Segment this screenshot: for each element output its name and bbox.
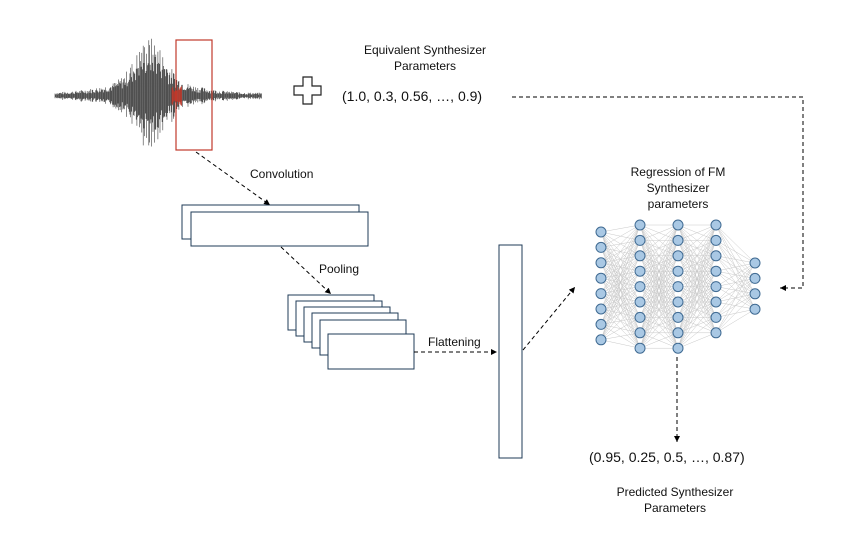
- neuron-l4-n4: [710, 265, 722, 277]
- neuron-l1-n1: [595, 226, 607, 238]
- convolution-label: Convolution: [250, 167, 314, 181]
- flattened-vector: [498, 244, 523, 459]
- neuron-l4-n6: [710, 296, 722, 308]
- arrow-to-convolution: [195, 151, 271, 206]
- neuron-l2-n5: [634, 281, 646, 293]
- predicted-params-values: (0.95, 0.25, 0.5, …, 0.87): [589, 449, 745, 465]
- neuron-l5-n1: [749, 257, 761, 269]
- neuron-l1-n6: [595, 303, 607, 315]
- neuron-l1-n3: [595, 257, 607, 269]
- network-connections: [600, 224, 756, 349]
- neuron-l3-n7: [672, 311, 684, 323]
- neuron-l4-n2: [710, 234, 722, 246]
- neuron-l1-n2: [595, 241, 607, 253]
- arrow-to-network: [522, 286, 576, 351]
- neuron-l4-n3: [710, 250, 722, 262]
- convolution-feature-maps: [181, 204, 369, 247]
- equivalent-params-values: (1.0, 0.3, 0.56, …, 0.9): [342, 88, 483, 104]
- predicted-params-label: Predicted Synthesizer Parameters: [616, 485, 734, 516]
- neuron-l3-n1: [672, 219, 684, 231]
- neuron-l5-n3: [749, 288, 761, 300]
- neuron-l2-n8: [634, 327, 646, 339]
- neuron-l2-n9: [634, 342, 646, 354]
- arrow-to-pooling: [280, 246, 332, 295]
- neuron-l5-n4: [749, 303, 761, 315]
- equivalent-params-label: Equivalent Synthesizer Parameters: [363, 43, 487, 74]
- flattening-label: Flattening: [428, 335, 481, 349]
- neuron-l5-n2: [749, 272, 761, 284]
- neuron-l1-n5: [595, 288, 607, 300]
- neuron-l2-n2: [634, 234, 646, 246]
- neuron-l2-n1: [634, 219, 646, 231]
- neuron-l1-n8: [595, 334, 607, 346]
- regression-label: Regression of FM Synthesizer parameters: [630, 165, 726, 212]
- neuron-l1-n7: [595, 318, 607, 330]
- pooling-feature-maps: [287, 294, 415, 370]
- neuron-l3-n5: [672, 281, 684, 293]
- neuron-l2-n4: [634, 265, 646, 277]
- neural-network: [595, 219, 761, 354]
- arrow-target-parameters: [512, 96, 804, 291]
- plus-icon: [293, 76, 322, 105]
- neuron-l4-n7: [710, 311, 722, 323]
- pooling-label: Pooling: [319, 262, 360, 276]
- neuron-l3-n8: [672, 327, 684, 339]
- neuron-l1-n4: [595, 272, 607, 284]
- neuron-l3-n2: [672, 234, 684, 246]
- neuron-l3-n4: [672, 265, 684, 277]
- neuron-l2-n3: [634, 250, 646, 262]
- analysis-window: [175, 39, 213, 151]
- neuron-l4-n5: [710, 281, 722, 293]
- audio-waveform: [54, 38, 262, 147]
- neuron-l3-n3: [672, 250, 684, 262]
- neuron-l2-n6: [634, 296, 646, 308]
- neuron-l2-n7: [634, 311, 646, 323]
- neuron-l4-n1: [710, 219, 722, 231]
- neuron-l3-n9: [672, 342, 684, 354]
- neuron-l4-n8: [710, 327, 722, 339]
- neuron-l3-n6: [672, 296, 684, 308]
